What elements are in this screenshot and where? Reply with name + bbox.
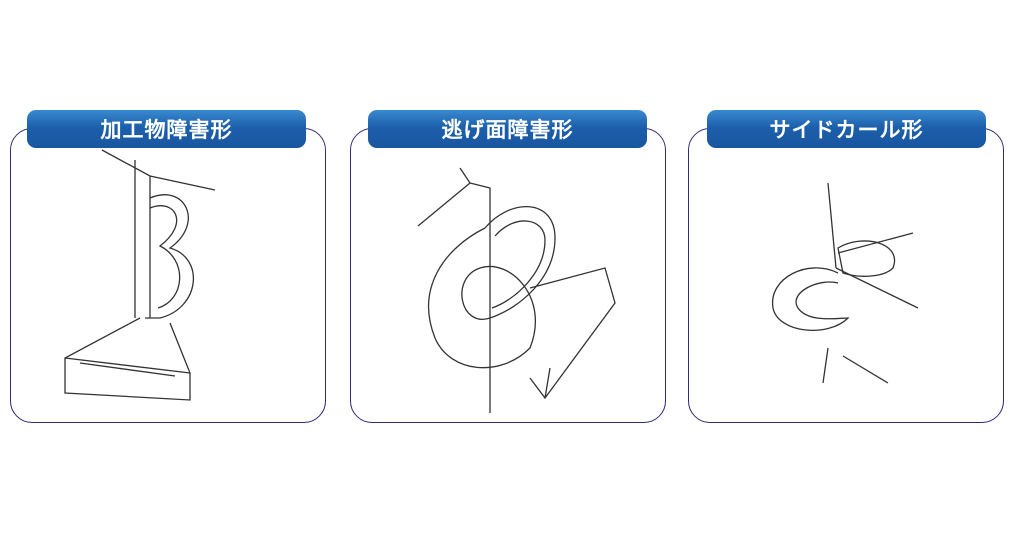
panel-title: 逃げ面障害形 xyxy=(368,110,647,148)
panel-title: サイドカール形 xyxy=(707,110,986,148)
panel-workpiece-obstruction xyxy=(10,128,326,423)
panel-side-curl xyxy=(688,128,1004,423)
side-curl-chip-diagram xyxy=(772,182,919,384)
panel-title: 加工物障害形 xyxy=(27,110,306,148)
flank-obstruction-chip-diagram xyxy=(417,167,616,413)
workpiece-obstruction-chip-diagram xyxy=(64,149,216,401)
panel-flank-obstruction xyxy=(350,128,666,423)
